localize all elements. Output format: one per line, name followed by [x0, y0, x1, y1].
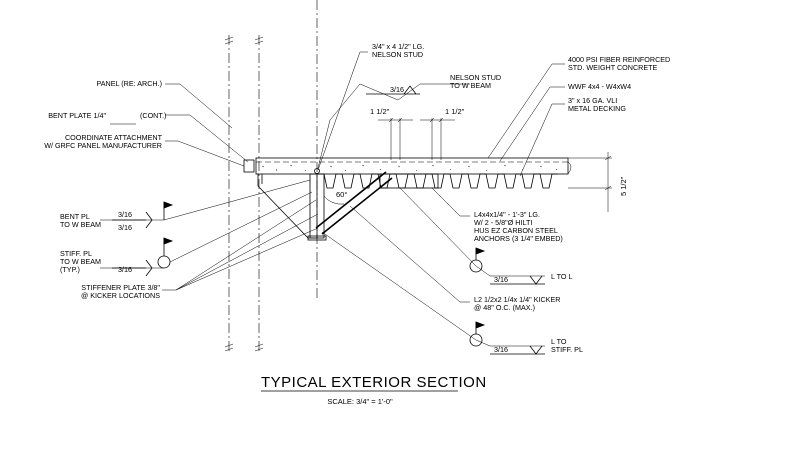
label-angle: 60°: [336, 190, 347, 199]
steel-connection: [257, 168, 439, 241]
label-nelson-2: TO W BEAM: [450, 81, 491, 90]
label-l-to-l: L TO L: [551, 272, 572, 281]
label-stiff-pl-1: STIFF. PL: [60, 249, 92, 258]
weld-symbols: [112, 85, 545, 355]
label-wwf: WWF 4x4 - W4xW4: [568, 82, 631, 91]
weld-bent-top: 3/16: [118, 210, 132, 219]
label-concrete-1: 4000 PSI FIBER REINFORCED: [568, 55, 670, 64]
label-l-to-stiff-2: STIFF. PL: [551, 345, 583, 354]
weld-l-stiff: 3/16: [494, 345, 508, 354]
label-angle-1: L4x4x1/4" - 1'-3" LG.: [474, 210, 540, 219]
dimension-right: [420, 117, 455, 160]
label-l-to-stiff-1: L TO: [551, 337, 567, 346]
weld-stiff: 3/16: [118, 265, 132, 274]
label-angle-4: ANCHORS (3 1/4" EMBED): [474, 234, 563, 243]
label-decking-1: 3" x 16 GA. VLI: [568, 96, 617, 105]
label-bent-pl-1: BENT PL: [60, 212, 90, 221]
label-stiff-pl-2: TO W BEAM: [60, 257, 101, 266]
label-kicker-2: @ 48" O.C. (MAX.): [474, 303, 535, 312]
label-kicker-1: L2 1/2x2 1/4x 1/4" KICKER: [474, 295, 560, 304]
label-concrete-2: STD. WEIGHT CONCRETE: [568, 63, 658, 72]
grfc-panel: [224, 35, 264, 352]
weld-bent-bot: 3/16: [118, 223, 132, 232]
dimension-left: [378, 117, 413, 160]
dim-depth: 5 1/2": [619, 176, 628, 196]
label-bent-plate: BENT PLATE 1/4": [48, 111, 106, 120]
label-panel: PANEL (RE: ARCH.): [97, 79, 163, 88]
dimension-depth: [604, 152, 612, 212]
label-stiffener-1: STIFFENER PLATE 3/8": [81, 283, 160, 292]
drawing-scale: SCALE: 3/4" = 1'-0": [327, 397, 393, 406]
label-decking-2: METAL DECKING: [568, 104, 626, 113]
label-stiffener-2: @ KICKER LOCATIONS: [81, 291, 160, 300]
drawing-title: TYPICAL EXTERIOR SECTION: [261, 374, 487, 391]
dim-left: 1 1/2": [370, 107, 390, 116]
label-angle-2: W/ 2 - 5/8"Ø HILTI: [474, 218, 532, 227]
label-stud-name: NELSON STUD: [372, 50, 423, 59]
label-stud-size: 3/4" x 4 1/2" LG.: [372, 42, 424, 51]
leader-lines: [100, 51, 565, 347]
label-bent-pl-2: TO W BEAM: [60, 220, 101, 229]
weld-l-to-l: 3/16: [494, 275, 508, 284]
label-coord-2: W/ GRFC PANEL MANUFACTURER: [44, 141, 162, 150]
bent-plate-end: [243, 159, 255, 173]
label-bent-plate-cont: (CONT.): [140, 111, 166, 120]
label-coord-1: COORDINATE ATTACHMENT: [65, 133, 163, 142]
label-nelson-1: NELSON STUD: [450, 73, 501, 82]
label-stiff-pl-3: (TYP.): [60, 265, 80, 274]
concrete-slab: [255, 157, 612, 189]
dim-right: 1 1/2": [445, 107, 465, 116]
label-angle-3: HUS EZ CARBON STEEL: [474, 226, 558, 235]
weld-stud: 3/16: [390, 85, 404, 94]
